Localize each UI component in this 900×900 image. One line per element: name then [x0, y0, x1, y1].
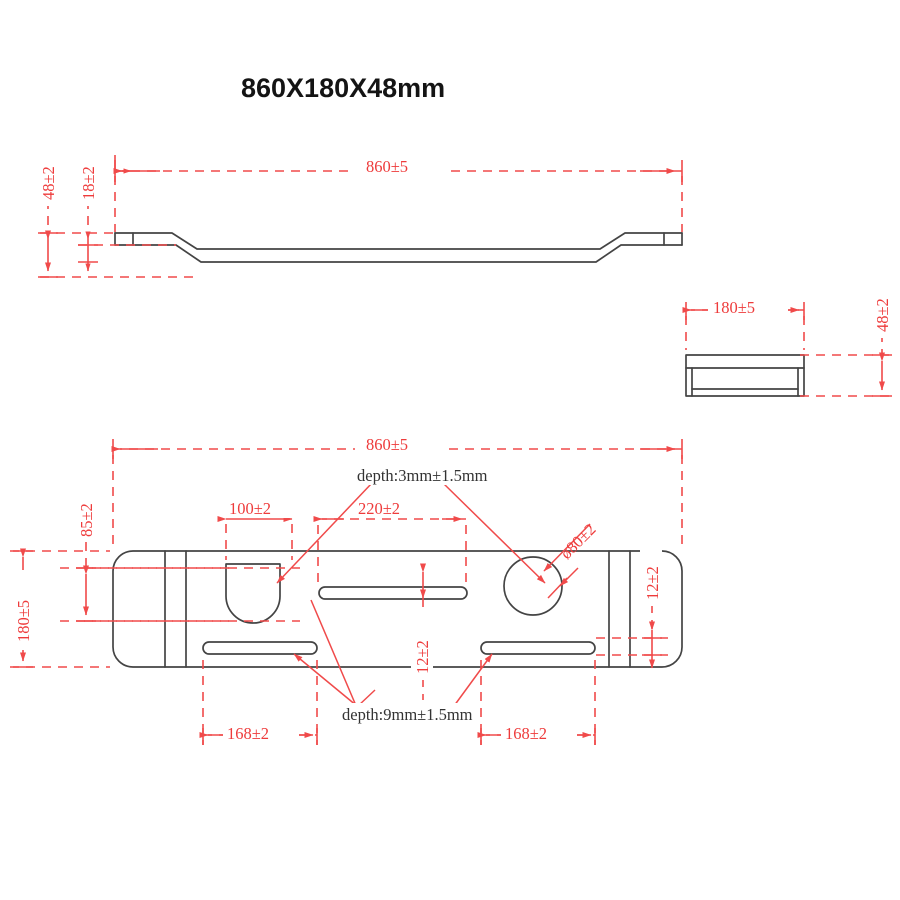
side-height-label: 48±2	[39, 166, 58, 200]
shallow-depth-leader-left	[276, 482, 373, 584]
plan-left-slot-label-bg	[223, 723, 299, 743]
plan-dshape-offset-label: 100±2	[229, 499, 271, 518]
deep-depth-leader-left	[293, 653, 358, 707]
side-view-corner-leader	[114, 155, 132, 174]
end-height-label-bg	[872, 276, 892, 338]
side-web-label-bg	[78, 142, 98, 206]
page-title: 860X180X48mm	[241, 73, 445, 103]
side-length-label: 860±5	[366, 157, 408, 176]
side-length-label-bg	[355, 158, 447, 178]
hole-diameter-leader-inner	[559, 567, 579, 587]
deep-depth-note: depth:9mm±1.5mm	[342, 705, 473, 724]
end-section-view: 180±5 48±2	[682, 276, 892, 397]
plan-length-label-bg	[355, 436, 447, 456]
shallow-depth-note: depth:3mm±1.5mm	[357, 466, 488, 485]
plan-width-label-bg	[13, 570, 33, 650]
end-height-label: 48±2	[873, 298, 892, 332]
deep-depth-leader-right	[453, 653, 493, 707]
hole-diameter-leader-outer	[543, 523, 591, 572]
plan-left-slot-label: 168±2	[227, 724, 269, 743]
plan-right-slot-width-label: 12±2	[643, 566, 662, 600]
plan-mid-slot-width-label-bg	[411, 608, 433, 680]
plan-mid-slot-width-label: 12±2	[413, 640, 432, 674]
plan-width-label: 180±5	[14, 600, 33, 642]
side-view-bottom-profile	[114, 244, 683, 263]
plan-right-slot-width-label-bg	[640, 534, 662, 606]
side-elevation-view: 860±5 48±2 18±2	[38, 142, 683, 278]
deep-depth-note-bg	[340, 703, 536, 725]
plan-right-slot-label-bg	[501, 723, 577, 743]
plan-dshape-offset-label-bg	[226, 498, 298, 518]
plan-lower-left-slot	[202, 641, 318, 655]
plan-upper-middle-slot	[318, 586, 468, 600]
end-width-label-bg	[708, 299, 788, 318]
plan-slot-span-label-bg	[352, 498, 432, 518]
plan-inner-width-label-bg	[76, 470, 96, 542]
plan-lower-right-slot	[480, 641, 596, 655]
end-width-label: 180±5	[713, 298, 755, 317]
side-view-top-profile	[114, 232, 683, 250]
deep-depth-leader-upper	[310, 599, 358, 709]
plan-circular-hole	[503, 556, 563, 616]
plan-dshape-cutout	[225, 563, 281, 624]
plan-inner-width-label: 85±2	[77, 503, 96, 537]
plan-right-slot-label: 168±2	[505, 724, 547, 743]
shallow-depth-note-bg	[355, 464, 547, 485]
shallow-depth-leader-right	[442, 482, 546, 584]
side-height-label-bg	[38, 142, 58, 206]
plan-top-view: 860±5 180±5 85±2 100±2	[10, 435, 683, 745]
plan-length-label: 860±5	[366, 435, 408, 454]
plan-slot-span-label: 220±2	[358, 499, 400, 518]
side-web-label: 18±2	[79, 166, 98, 200]
